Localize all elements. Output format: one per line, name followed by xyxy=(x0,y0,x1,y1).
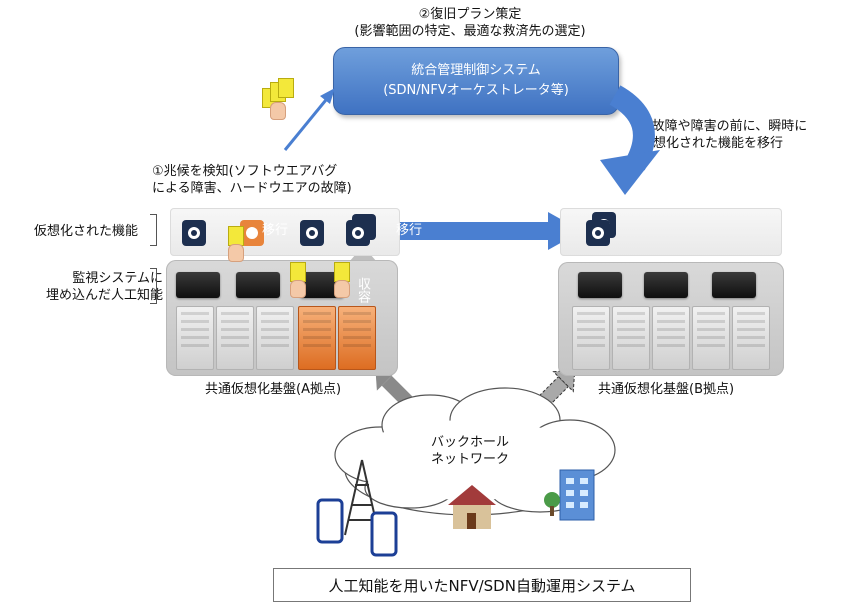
server-icon xyxy=(572,306,610,370)
migrate-label-large: 移行 xyxy=(396,223,423,238)
step2-line2: (影響範囲の特定、最適な救済先の選定) xyxy=(354,24,586,39)
cloud-fill xyxy=(350,420,590,500)
step2-line1: ②復旧プラン策定 xyxy=(418,7,522,22)
server-icon-fault xyxy=(298,306,336,370)
backhaul-line1: バックホール xyxy=(430,435,509,450)
server-icon xyxy=(732,306,770,370)
server-icon xyxy=(176,306,214,370)
virtual-functions-label: 仮想化された機能 xyxy=(34,224,139,239)
mgmt-line1: 統合管理制御システム xyxy=(411,63,541,78)
step3-line2: 仮想化された機能を移行 xyxy=(640,136,784,151)
step2-label: ②復旧プラン策定 (影響範囲の特定、最適な救済先の選定) xyxy=(300,6,640,40)
step1-line2: による障害、ハードウエアの故障) xyxy=(152,181,352,196)
virtual-function-icon xyxy=(182,220,206,246)
arrow-to-mgmt-head xyxy=(320,88,335,104)
server-icon xyxy=(216,306,254,370)
server-icon xyxy=(652,306,690,370)
server-icon xyxy=(692,306,730,370)
ai-line1: 監視システムに xyxy=(72,271,164,286)
management-control-system-box: 統合管理制御システム (SDN/NFVオーケストレータ等) xyxy=(333,47,619,115)
server-icon-fault xyxy=(338,306,376,370)
backhaul-line2: ネットワーク xyxy=(430,452,509,467)
footer-title: 人工知能を用いたNFV/SDN自動運用システム xyxy=(273,568,691,602)
server-icon xyxy=(612,306,650,370)
ai-line2: 埋め込んだ人工知能 xyxy=(46,288,164,303)
mgmt-line2: (SDN/NFVオーケストレータ等) xyxy=(383,83,569,98)
step1-line1: ①兆候を検知(ソフトウエアバグ xyxy=(152,164,338,179)
backhaul-label: バックホール ネットワーク xyxy=(410,434,530,468)
monitoring-ai-icon xyxy=(236,272,280,298)
step3-label: ③故障や障害の前に、瞬時に 仮想化された機能を移行 xyxy=(640,118,807,152)
migrate-arrow-large-body xyxy=(380,222,550,240)
bracket-virtual xyxy=(150,214,157,246)
virtual-function-icon xyxy=(300,220,324,246)
step1-label: ①兆候を検知(ソフトウエアバグ による障害、ハードウエアの故障) xyxy=(152,163,352,197)
building-icon xyxy=(544,469,595,521)
arrow-to-mgmt xyxy=(283,94,332,151)
server-icon xyxy=(256,306,294,370)
monitoring-ai-icon xyxy=(578,272,622,298)
virtual-function-icon-fault xyxy=(240,220,264,246)
site-b-caption: 共通仮想化基盤(B拠点) xyxy=(598,382,735,397)
virtual-function-icon xyxy=(346,220,370,246)
ai-monitoring-label: 監視システムに 埋め込んだ人工知能 xyxy=(46,270,163,304)
monitoring-ai-icon xyxy=(712,272,756,298)
step3-line1: ③故障や障害の前に、瞬時に xyxy=(640,119,808,134)
migrate-label-small: 移行 xyxy=(262,223,289,238)
recovery-label: 収容 xyxy=(355,277,370,303)
smartphone-icon xyxy=(316,498,398,557)
curved-arrow-head xyxy=(600,150,660,195)
house-icon xyxy=(448,485,496,529)
virtual-function-icon xyxy=(586,220,610,246)
bracket-ai xyxy=(150,268,157,304)
monitoring-ai-icon xyxy=(176,272,220,298)
monitoring-ai-icon xyxy=(644,272,688,298)
site-a-caption: 共通仮想化基盤(A拠点) xyxy=(205,382,342,397)
